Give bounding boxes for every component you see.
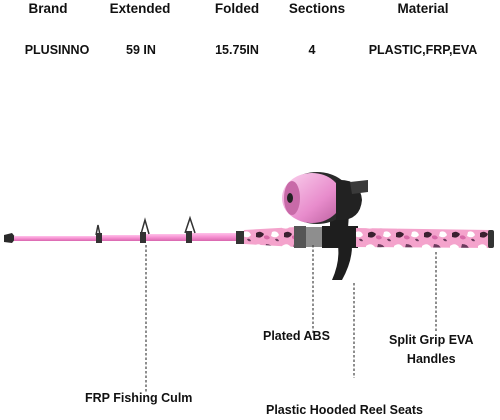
line-guide <box>95 215 196 236</box>
header-sections: Sections <box>288 1 346 16</box>
value-material: PLASTIC,FRP,EVA <box>368 43 478 57</box>
trigger <box>332 246 352 280</box>
callout-split-grip: Split Grip EVA Handles <box>389 331 474 369</box>
callout-split-grip-line1: Split Grip EVA <box>389 333 474 347</box>
header-folded: Folded <box>214 1 260 16</box>
callout-reel-seats: Plastic Hooded Reel Seats <box>266 403 424 417</box>
spec-value-row: PLUSINNO 59 IN 15.75IN 4 PLASTIC,FRP,EVA <box>0 0 500 57</box>
rod-ferrule <box>236 231 244 244</box>
value-folded: 15.75IN <box>215 43 259 57</box>
rear-handle <box>356 228 494 248</box>
butt-cap <box>488 230 494 248</box>
value-extended: 59 IN <box>126 43 156 57</box>
reel-seat-ring <box>306 227 324 247</box>
callout-frp-culm: FRP Fishing Culm <box>85 391 193 405</box>
callout-split-grip-line2: Handles <box>406 352 456 366</box>
callout-lines <box>145 245 437 392</box>
spec-header-row: Brand Extended Folded Sections Material <box>0 0 500 20</box>
header-brand: Brand <box>28 1 68 16</box>
rod-blank-tip <box>14 236 98 241</box>
value-brand: PLUSINNO <box>24 43 90 57</box>
rod-blank-mid <box>98 235 142 241</box>
rod-ferrule <box>140 232 146 243</box>
reel-seat-front-ring <box>294 226 306 248</box>
rod-ferrule <box>186 231 192 243</box>
header-extended: Extended <box>109 1 171 16</box>
reel-seat <box>322 226 358 248</box>
rod-ferrule <box>96 233 102 243</box>
value-sections: 4 <box>308 43 316 57</box>
header-material: Material <box>397 1 449 16</box>
fore-grip <box>244 227 296 247</box>
rod-blank-lower <box>190 233 250 241</box>
rod-blank-upper <box>142 234 190 241</box>
rod-tip <box>4 233 16 243</box>
spincast-reel <box>282 172 368 228</box>
callout-plated-abs: Plated ABS <box>263 329 330 343</box>
